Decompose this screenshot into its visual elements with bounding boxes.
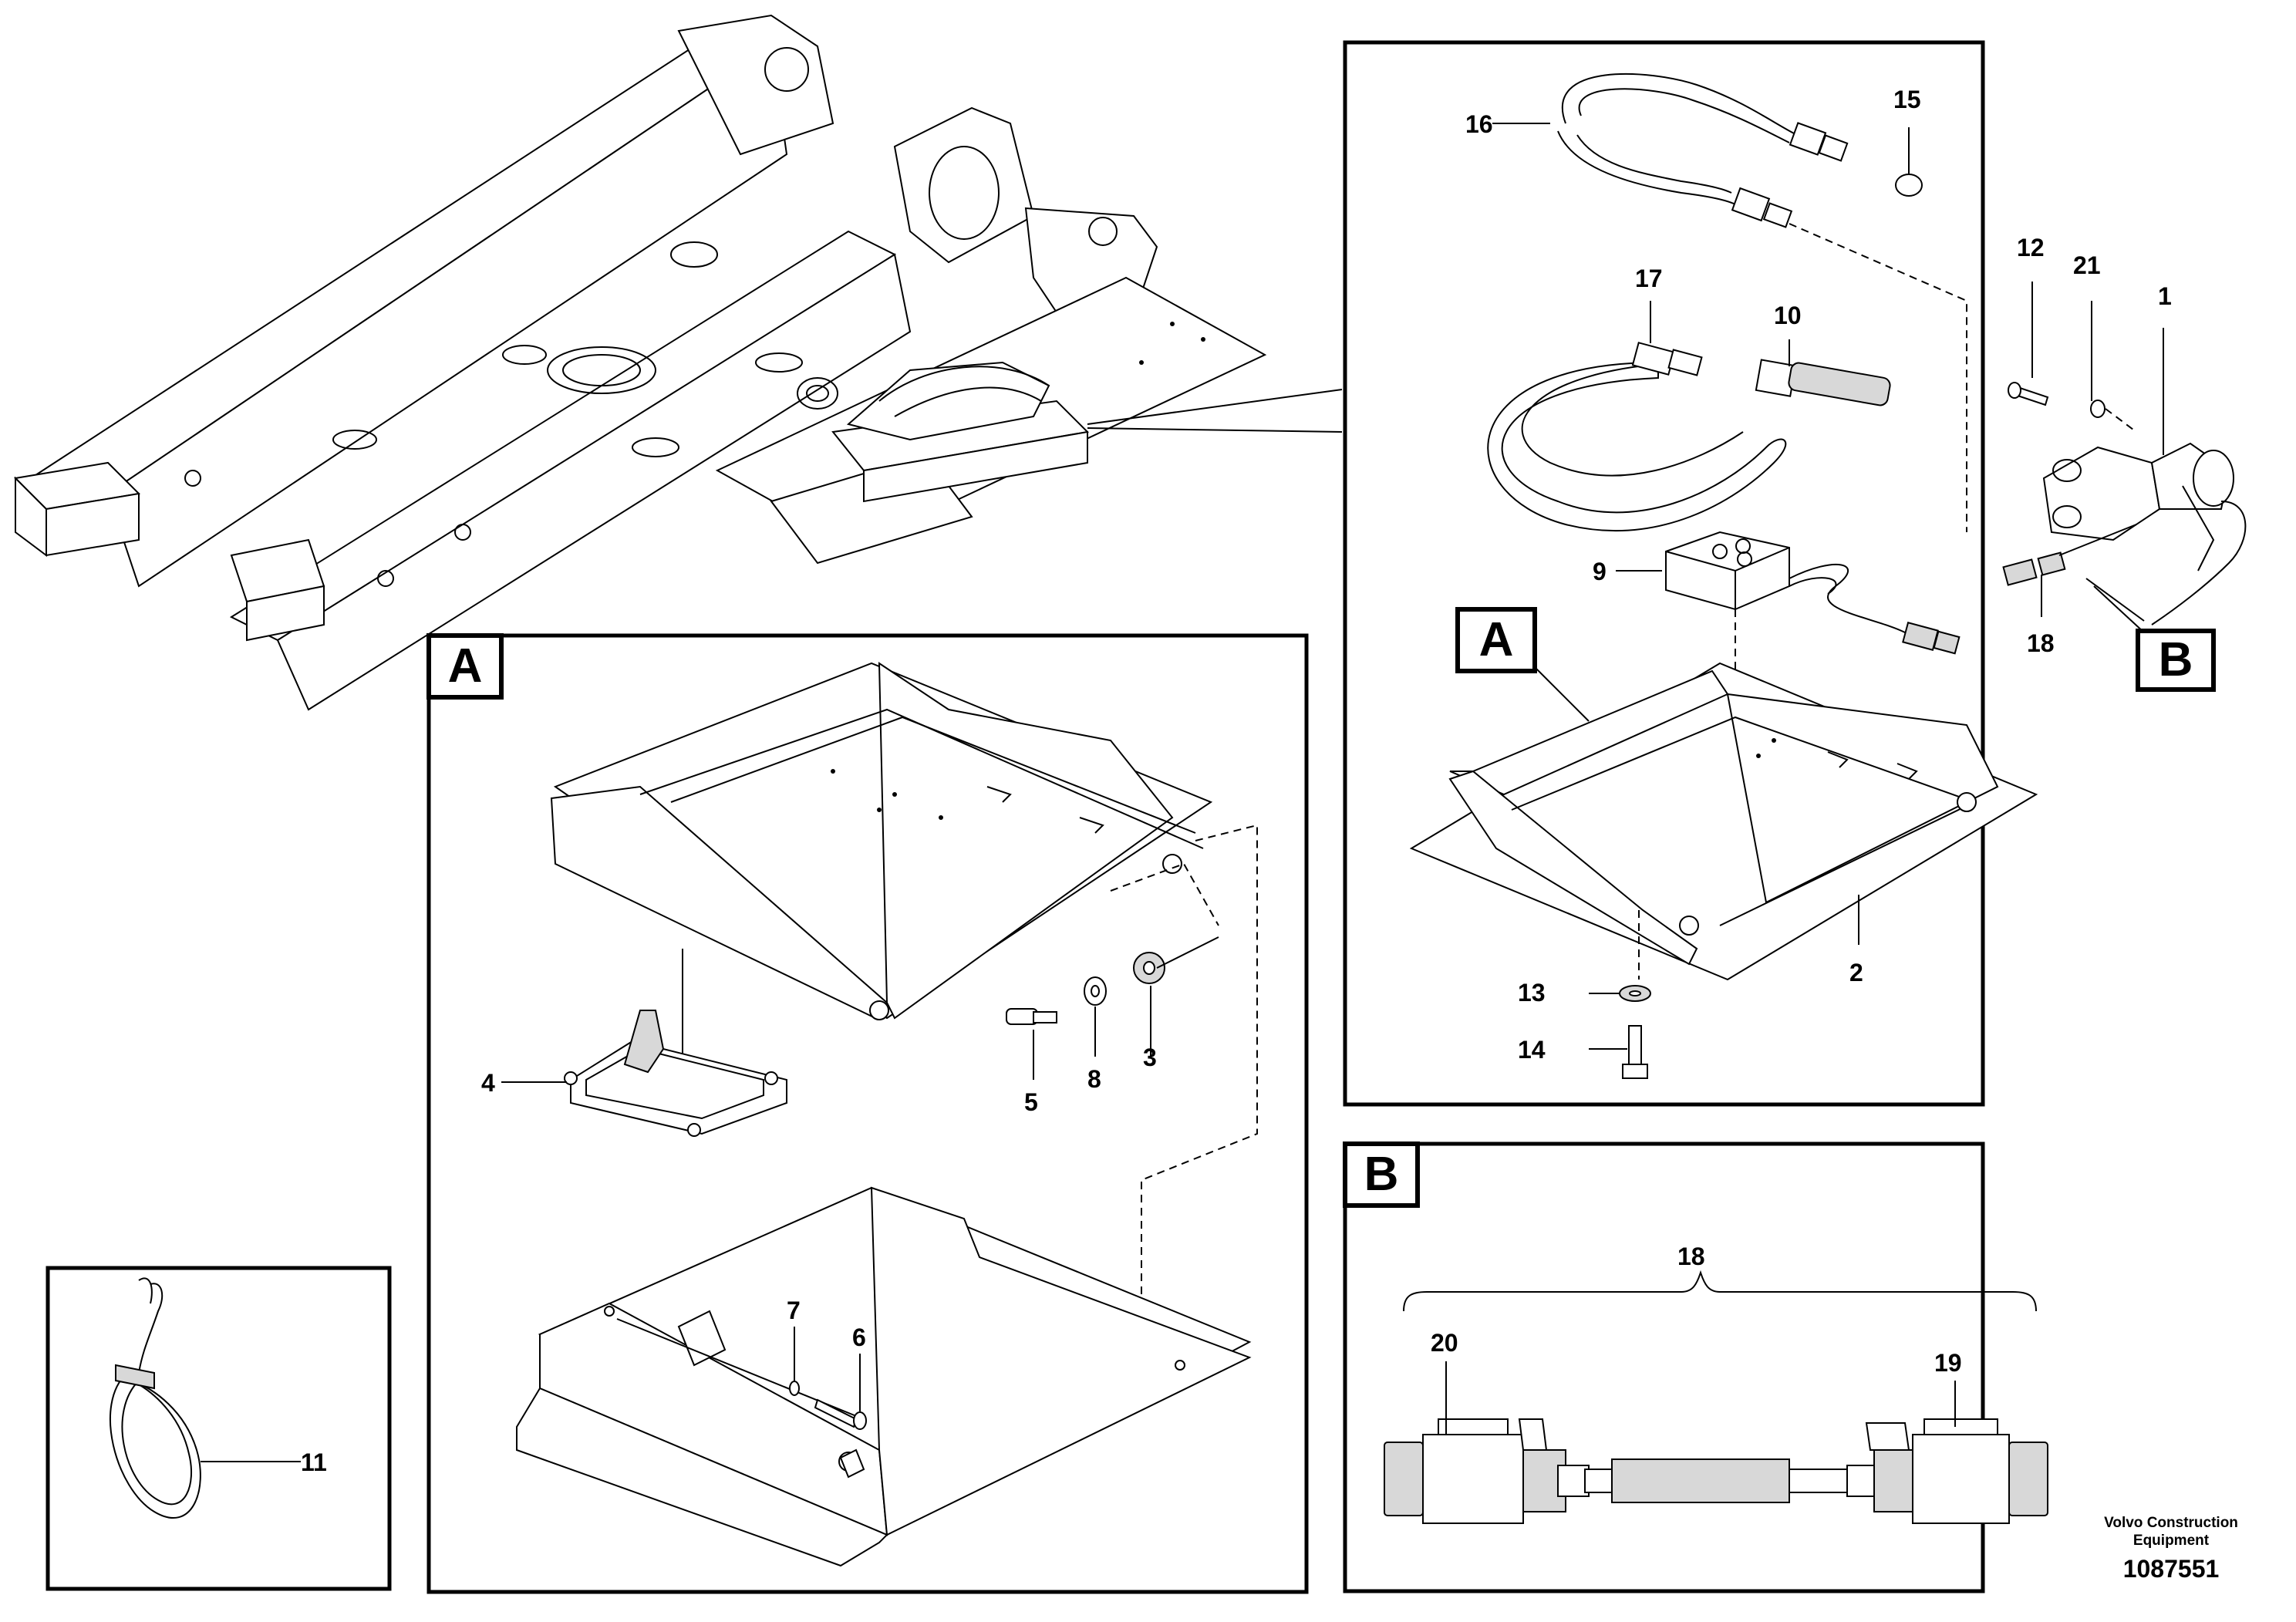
callout-9: 9 bbox=[1593, 558, 1607, 585]
document-number: 1087551 bbox=[2123, 1555, 2220, 1583]
callout-11: 11 bbox=[301, 1448, 327, 1476]
svg-text:B: B bbox=[2159, 633, 2193, 686]
callout-6: 6 bbox=[852, 1324, 866, 1351]
brand-line-2: Equipment bbox=[2133, 1533, 2210, 1549]
leader-lines-b bbox=[1445, 1361, 1956, 1435]
detail-b-illustration bbox=[1384, 1270, 2048, 1524]
callout-3: 3 bbox=[1143, 1044, 1157, 1071]
detail-a-frame bbox=[426, 633, 1309, 1594]
main-detail-illustration bbox=[1409, 73, 2247, 1079]
callout-16: 16 bbox=[1465, 110, 1493, 138]
main-detail-frame bbox=[1343, 40, 1985, 1107]
callout-21: 21 bbox=[2073, 251, 2101, 279]
callout-1: 1 bbox=[2158, 282, 2172, 310]
callout-14: 14 bbox=[1518, 1036, 1546, 1064]
detail-a-title-box: A bbox=[426, 633, 504, 700]
brand-line-1: Volvo Construction bbox=[2104, 1515, 2238, 1531]
callout-7: 7 bbox=[787, 1297, 801, 1324]
machine-frame-illustration bbox=[13, 14, 1343, 711]
callout-4: 4 bbox=[481, 1069, 495, 1097]
callout-10: 10 bbox=[1774, 302, 1802, 329]
callout-20: 20 bbox=[1431, 1329, 1458, 1357]
footer: Volvo Construction Equipment 1087551 bbox=[2104, 1515, 2238, 1583]
detail-a-illustration bbox=[516, 662, 1258, 1567]
view-ref-a-main: A bbox=[1455, 607, 1537, 673]
view-ref-b-main: B bbox=[2093, 585, 2216, 692]
callout-15: 15 bbox=[1893, 86, 1921, 113]
callout-8: 8 bbox=[1087, 1065, 1101, 1093]
leader-lines-main bbox=[1492, 123, 2164, 1050]
svg-text:A: A bbox=[1479, 613, 1514, 666]
cable-tie-frame bbox=[46, 1266, 392, 1591]
callout-19: 19 bbox=[1934, 1349, 1962, 1377]
callout-13: 13 bbox=[1518, 979, 1546, 1007]
detail-b-title-box: B bbox=[1343, 1141, 1420, 1208]
callout-17: 17 bbox=[1635, 265, 1663, 292]
cable-tie-illustration bbox=[110, 1277, 301, 1519]
leader-lines-a bbox=[501, 986, 1151, 1411]
detail-b-frame bbox=[1343, 1141, 1985, 1593]
callout-2: 2 bbox=[1849, 959, 1863, 986]
svg-text:B: B bbox=[1364, 1148, 1399, 1201]
callout-labels: 16 15 17 10 12 21 1 9 18 2 13 14 4 5 8 3… bbox=[301, 86, 2172, 1476]
callout-12: 12 bbox=[2017, 234, 2045, 261]
svg-text:A: A bbox=[448, 639, 483, 693]
callout-18-detail-b: 18 bbox=[1677, 1243, 1705, 1270]
callout-18-main: 18 bbox=[2027, 629, 2055, 657]
callout-5: 5 bbox=[1024, 1088, 1038, 1116]
